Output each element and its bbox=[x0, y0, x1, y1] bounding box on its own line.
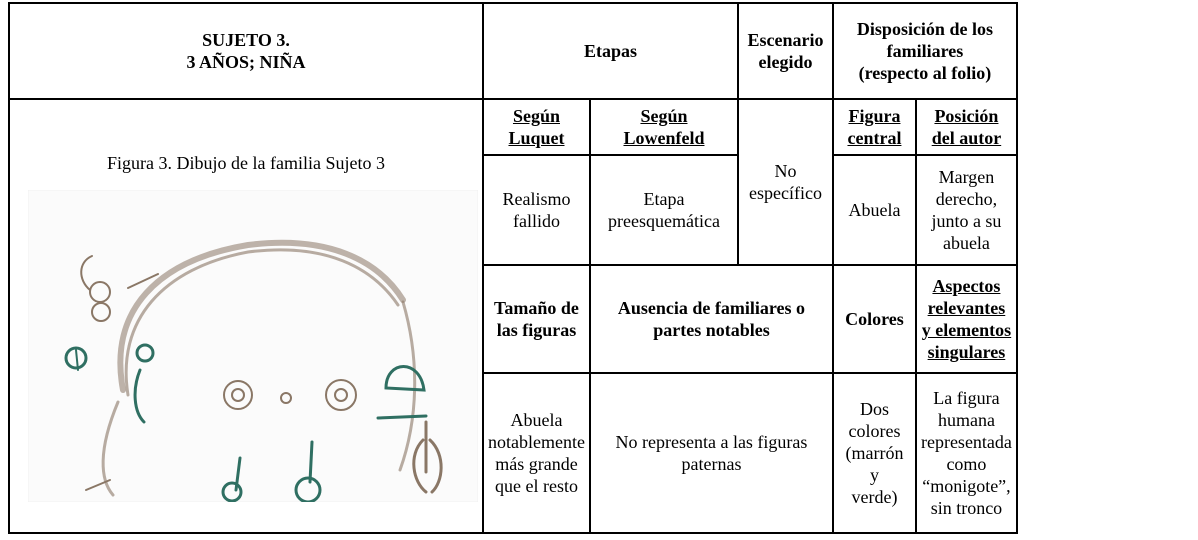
subject-title-line: 3 AÑOS; NIÑA bbox=[186, 52, 306, 72]
header-line: las figuras bbox=[496, 320, 577, 340]
family-drawing-image bbox=[28, 190, 478, 502]
family-drawing-analysis-table: SUJETO 3. 3 AÑOS; NIÑA Etapas Escenario … bbox=[8, 2, 1018, 534]
data-row-2: Abuela notablemente más grande que el re… bbox=[9, 372, 1018, 534]
cell-line: abuela bbox=[942, 233, 990, 253]
header-escenario: Escenario elegido bbox=[736, 2, 834, 100]
header-line: familiares bbox=[886, 41, 964, 61]
cell-line: No representa a las figuras bbox=[615, 432, 808, 452]
cell-line: que el resto bbox=[495, 476, 578, 496]
cell-line: (marrón bbox=[845, 443, 904, 463]
cell-line: verde) bbox=[851, 487, 898, 507]
cell-luquet: Realismo fallido bbox=[482, 154, 591, 266]
subheader-line: Según bbox=[640, 106, 688, 126]
cell-ausencia: No representa a las figuras paternas bbox=[588, 372, 834, 534]
cell-line: y bbox=[869, 465, 879, 485]
header-line: y elementos bbox=[921, 320, 1012, 340]
cell-line: más grande bbox=[495, 454, 578, 474]
subject-title: SUJETO 3. 3 AÑOS; NIÑA bbox=[8, 2, 484, 100]
data-row-1: Realismo fallido Etapa preesquemática Ab… bbox=[9, 154, 1018, 266]
cell-tamano: Abuela notablemente más grande que el re… bbox=[482, 372, 591, 534]
subheader-line: del autor bbox=[931, 128, 1002, 148]
cell-line: Margen bbox=[938, 167, 995, 187]
header-line: relevantes bbox=[927, 298, 1006, 318]
header-aspectos: Aspectos relevantes y elementos singular… bbox=[914, 264, 1018, 374]
cell-line: Realismo bbox=[502, 189, 571, 209]
cell-line: colores bbox=[848, 421, 901, 441]
cell-line: humana bbox=[937, 410, 995, 430]
header-line: Disposición de los bbox=[856, 19, 993, 39]
header-line: Aspectos bbox=[932, 276, 1001, 296]
cell-colores: Dos colores (marrón y verde) bbox=[831, 372, 917, 534]
cell-line: Dos bbox=[859, 399, 889, 419]
header-line: singulares bbox=[927, 342, 1006, 362]
subheader-line: Posición bbox=[934, 106, 999, 126]
subheader-posicion-autor: Posición del autor bbox=[914, 98, 1018, 156]
cell-lowenfeld: Etapa preesquemática bbox=[588, 154, 739, 266]
cell-line: sin tronco bbox=[930, 498, 1003, 518]
subheader-line: Figura bbox=[848, 106, 901, 126]
cell-line: Etapa bbox=[643, 189, 685, 209]
figure-caption: Figura 3. Dibujo de la familia Sujeto 3 bbox=[107, 153, 385, 173]
cell-line: derecho, bbox=[935, 189, 998, 209]
figure-cell: Figura 3. Dibujo de la familia Sujeto 3 bbox=[8, 98, 484, 534]
header-row-2: Tamaño de las figuras Ausencia de famili… bbox=[9, 264, 1018, 374]
header-line: (respecto al folio) bbox=[858, 63, 992, 83]
cell-posicion-autor: Margen derecho, junto a su abuela bbox=[914, 154, 1018, 266]
subheader-line: Lowenfeld bbox=[623, 128, 705, 148]
subheader-line: Según bbox=[512, 106, 560, 126]
cell-escenario: No específico bbox=[736, 98, 834, 266]
header-line: Ausencia de familiares o bbox=[617, 298, 806, 318]
subheader-figura-central: Figura central bbox=[831, 98, 917, 156]
cell-line: notablemente bbox=[488, 432, 585, 452]
subheader-row: Figura 3. Dibujo de la familia Sujeto 3 bbox=[8, 98, 1018, 534]
subject-title-line: SUJETO 3. bbox=[202, 30, 290, 50]
header-line: Tamaño de bbox=[494, 298, 579, 318]
header-disposicion: Disposición de los familiares (respecto … bbox=[831, 2, 1018, 100]
subheader-luquet: Según Luquet bbox=[482, 98, 591, 156]
cell-line: Abuela bbox=[510, 410, 563, 430]
header-etapas: Etapas bbox=[482, 2, 739, 100]
header-line: Escenario bbox=[747, 30, 824, 50]
header-ausencia: Ausencia de familiares o partes notables bbox=[588, 264, 834, 374]
cell-line: La figura bbox=[933, 388, 1000, 408]
cell-line: representada bbox=[920, 432, 1012, 452]
cell-line: paternas bbox=[681, 454, 742, 474]
cell-line: específico bbox=[748, 183, 822, 203]
cell-line: No bbox=[774, 161, 797, 181]
cell-aspectos: La figura humana representada como “moni… bbox=[914, 372, 1018, 534]
cell-line: fallido bbox=[512, 211, 560, 231]
subheader-line: Luquet bbox=[508, 128, 565, 148]
subheader-lowenfeld: Según Lowenfeld bbox=[588, 98, 739, 156]
subheader-line: central bbox=[847, 128, 902, 148]
cell-line: “monigote”, bbox=[922, 476, 1011, 496]
cell-line: preesquemática bbox=[608, 211, 720, 231]
header-row: SUJETO 3. 3 AÑOS; NIÑA Etapas Escenario … bbox=[8, 2, 1018, 100]
header-tamano: Tamaño de las figuras bbox=[482, 264, 591, 374]
header-line: partes notables bbox=[653, 320, 770, 340]
header-line: elegido bbox=[758, 52, 813, 72]
header-colores: Colores bbox=[831, 264, 917, 374]
cell-figura-central: Abuela bbox=[831, 154, 917, 266]
cell-line: junto a su bbox=[931, 211, 1002, 231]
cell-line: como bbox=[946, 454, 987, 474]
